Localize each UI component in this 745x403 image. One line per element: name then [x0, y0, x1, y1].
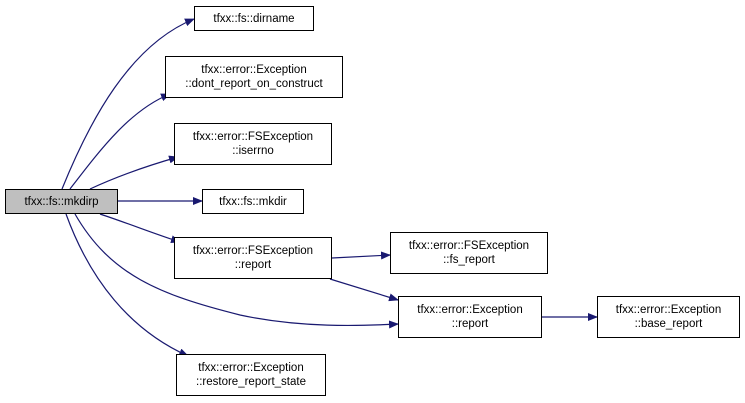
- node-label-line: tfxx::error::Exception: [198, 362, 304, 374]
- node-label-line: ::report: [234, 259, 272, 271]
- node-label-line: ::fs_report: [443, 254, 495, 266]
- node-ex-report[interactable]: tfxx::error::Exception::report: [398, 296, 542, 338]
- node-label-line: ::dont_report_on_construct: [185, 78, 323, 90]
- edge-mkdirp-to-ex_report: [74, 213, 399, 329]
- node-label-line: ::iserrno: [232, 145, 274, 157]
- edge-mkdirp-to-dont_report: [69, 93, 171, 190]
- edge-fs_report-to-ex_report: [329, 278, 399, 302]
- node-label-line: tfxx::fs::mkdir: [219, 195, 287, 208]
- node-restore[interactable]: tfxx::error::Exception::restore_report_s…: [176, 354, 326, 396]
- node-fs-report[interactable]: tfxx::error::FSException::report: [174, 237, 332, 279]
- node-label-line: tfxx::error::FSException: [192, 131, 314, 143]
- node-mkdirp: tfxx::fs::mkdirp: [5, 189, 118, 214]
- node-label-line: tfxx::error::FSException: [408, 240, 530, 252]
- node-label-line: tfxx::error::Exception: [615, 304, 722, 316]
- node-fs-fs-report[interactable]: tfxx::error::FSException::fs_report: [390, 232, 548, 274]
- node-mkdir[interactable]: tfxx::fs::mkdir: [202, 189, 304, 214]
- edge-mkdirp-to-dirname: [61, 18, 195, 190]
- node-dont-report[interactable]: tfxx::error::Exception::dont_report_on_c…: [165, 56, 343, 98]
- node-dirname[interactable]: tfxx::fs::dirname: [194, 6, 314, 31]
- node-label-line: tfxx::error::Exception: [417, 304, 523, 316]
- node-iserrno[interactable]: tfxx::error::FSException::iserrno: [174, 123, 332, 165]
- edge-mkdirp-to-restore: [65, 213, 189, 357]
- edge-mkdirp-to-fs_report: [99, 213, 181, 244]
- node-label-line: tfxx::fs::dirname: [213, 12, 295, 25]
- node-label-line: ::report: [451, 318, 489, 330]
- edge-mkdirp-to-iserrno: [89, 155, 179, 190]
- node-label-line: tfxx::fs::mkdirp: [24, 195, 99, 208]
- node-label-line: ::restore_report_state: [196, 376, 306, 388]
- node-label-line: ::base_report: [634, 318, 703, 330]
- node-label-line: tfxx::error::FSException: [192, 245, 314, 257]
- node-label-line: tfxx::error::Exception: [201, 64, 307, 76]
- node-base-report[interactable]: tfxx::error::Exception::base_report: [597, 296, 740, 338]
- edge-fs_report-to-fs_fs_report: [331, 251, 391, 260]
